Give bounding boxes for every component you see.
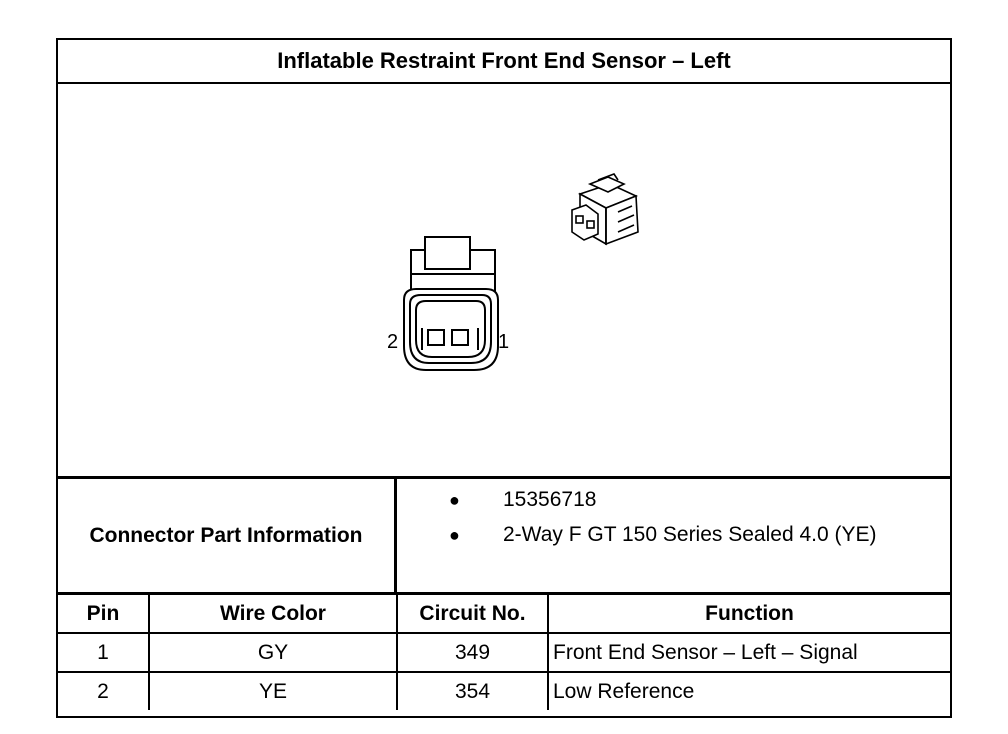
iso-cavity-a bbox=[575, 215, 584, 224]
iso-face bbox=[571, 204, 599, 241]
connector-info-item: ● 2-Way F GT 150 Series Sealed 4.0 (YE) bbox=[397, 520, 950, 550]
bullet-icon: ● bbox=[449, 490, 460, 510]
cell-wire-color: GY bbox=[148, 632, 398, 673]
connector-illustration: 2 1 bbox=[58, 84, 950, 479]
pin-label-1: 1 bbox=[498, 331, 509, 353]
iso-ribs bbox=[617, 205, 635, 233]
bullet-icon: ● bbox=[449, 525, 460, 545]
table-row: 2 YE 354 Low Reference bbox=[58, 671, 950, 710]
cavity-pin-1 bbox=[451, 329, 469, 346]
connector-iso-view bbox=[571, 173, 639, 246]
connector-drawing: 2 1 bbox=[387, 173, 639, 371]
pin-label-2: 2 bbox=[387, 331, 398, 353]
connector-info-list: ● 15356718 ● 2-Way F GT 150 Series Seale… bbox=[397, 479, 950, 592]
cell-pin: 1 bbox=[58, 632, 150, 673]
connector-part-number: 15356718 bbox=[503, 488, 597, 511]
header-function: Function bbox=[547, 595, 950, 634]
latch-tab bbox=[424, 236, 471, 270]
header-pin: Pin bbox=[58, 595, 150, 634]
cell-function: Low Reference bbox=[547, 671, 950, 710]
connector-face-view bbox=[403, 236, 499, 371]
cell-wire-color: YE bbox=[148, 671, 398, 710]
connector-description: 2-Way F GT 150 Series Sealed 4.0 (YE) bbox=[503, 523, 877, 546]
cell-pin: 2 bbox=[58, 671, 150, 710]
header-wire-color: Wire Color bbox=[148, 595, 398, 634]
cell-circuit-no: 354 bbox=[396, 671, 549, 710]
connector-info-row: Connector Part Information ● 15356718 ● … bbox=[58, 479, 950, 595]
cell-circuit-no: 349 bbox=[396, 632, 549, 673]
connector-info-item: ● 15356718 bbox=[397, 485, 950, 515]
cavity-pin-2 bbox=[427, 329, 445, 346]
page-title: Inflatable Restraint Front End Sensor – … bbox=[58, 40, 950, 84]
cell-function: Front End Sensor – Left – Signal bbox=[547, 632, 950, 673]
iso-latch-tab bbox=[597, 173, 619, 181]
table-row: 1 GY 349 Front End Sensor – Left – Signa… bbox=[58, 632, 950, 673]
pin-table-header: Pin Wire Color Circuit No. Function bbox=[58, 595, 950, 634]
header-circuit-no: Circuit No. bbox=[396, 595, 549, 634]
connector-seal bbox=[415, 300, 486, 358]
connector-info-label: Connector Part Information bbox=[58, 479, 397, 592]
iso-cavity-b bbox=[586, 220, 595, 229]
connector-body-inner bbox=[409, 294, 492, 364]
connector-sheet: Inflatable Restraint Front End Sensor – … bbox=[56, 38, 952, 718]
pin-table: Pin Wire Color Circuit No. Function 1 GY… bbox=[58, 595, 950, 710]
